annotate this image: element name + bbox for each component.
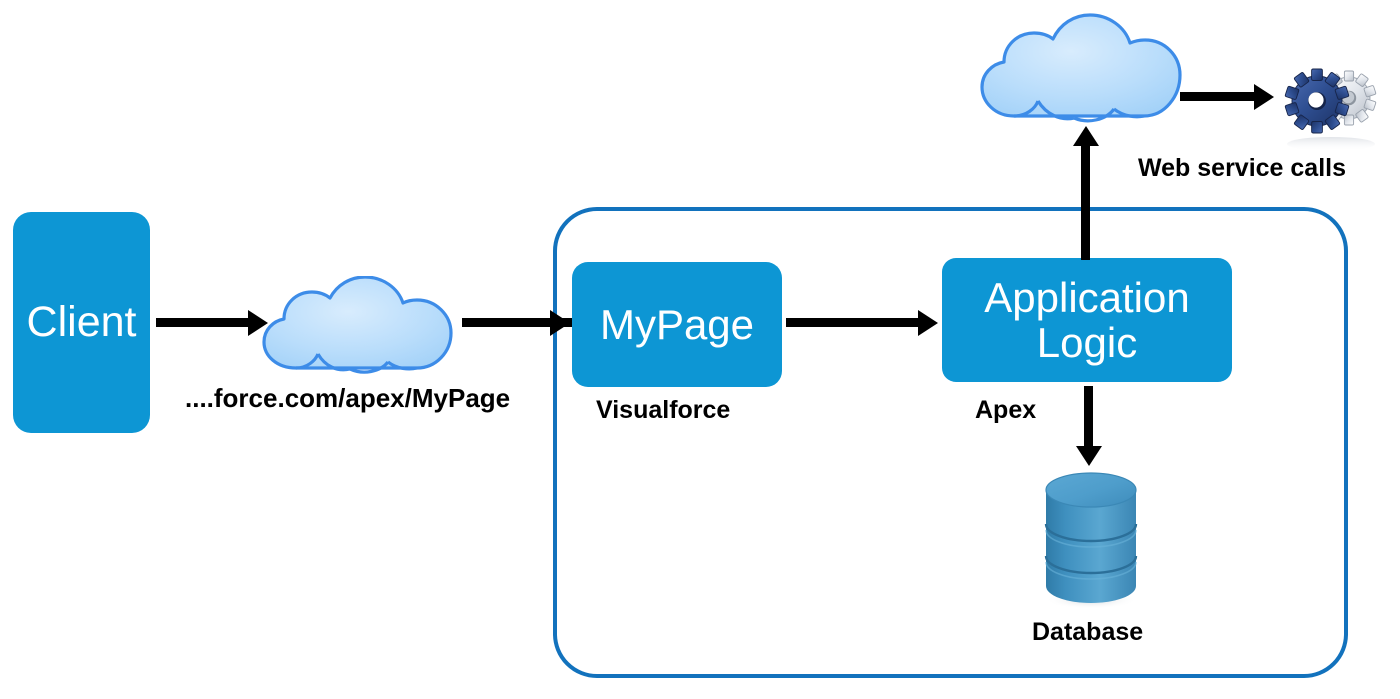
- apex-caption: Apex: [975, 396, 1037, 424]
- web-service-cloud-icon: [976, 12, 1186, 130]
- arrow-head: [248, 310, 268, 336]
- arrow-head: [550, 310, 570, 336]
- arrow-shaft: [786, 318, 922, 327]
- web-service-calls-caption: Web service calls: [1138, 154, 1347, 182]
- mypage-node[interactable]: MyPage: [572, 262, 782, 387]
- arrow-head: [1254, 84, 1274, 110]
- arrow-shaft: [156, 318, 252, 327]
- database-cylinder-icon: [1036, 468, 1142, 614]
- arrow-shaft: [1180, 92, 1258, 101]
- internet-cloud-icon: [255, 276, 465, 380]
- application-logic-node[interactable]: Application Logic: [942, 258, 1232, 382]
- arrow-shaft: [462, 318, 554, 327]
- arrow-head: [1073, 126, 1099, 146]
- arrow-head: [1076, 446, 1102, 466]
- application-logic-node-label: Application Logic: [984, 273, 1190, 366]
- client-node-label: Client: [26, 298, 137, 347]
- url-caption: ....force.com/apex/MyPage: [185, 383, 511, 413]
- gears-icon: [1276, 52, 1386, 152]
- arrow-head: [918, 310, 938, 336]
- client-node[interactable]: Client: [13, 212, 150, 433]
- arrow-shaft: [1081, 146, 1090, 260]
- mypage-node-label: MyPage: [599, 300, 755, 348]
- database-caption: Database: [1032, 618, 1144, 646]
- visualforce-caption: Visualforce: [596, 396, 731, 424]
- platform-container-boundary: [553, 207, 1348, 678]
- arrow-shaft: [1084, 386, 1093, 448]
